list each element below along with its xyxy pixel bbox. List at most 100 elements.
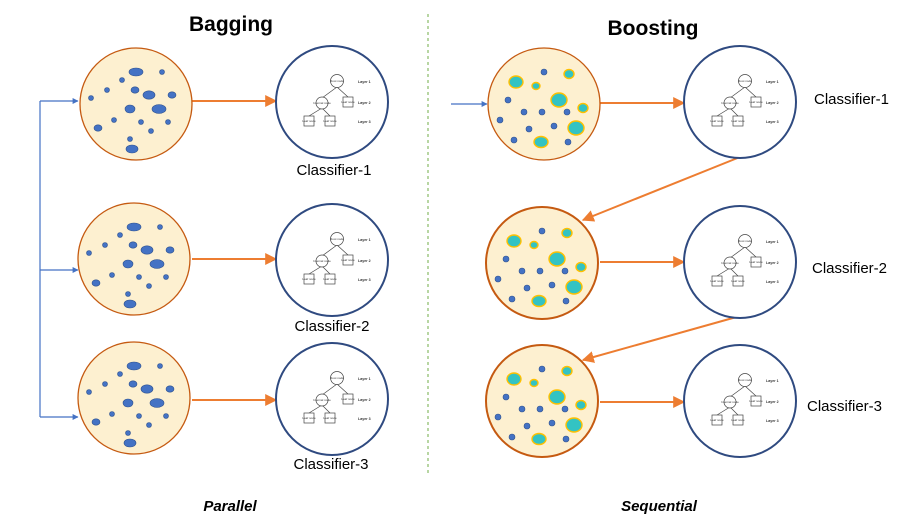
- data-point: [149, 259, 165, 269]
- boosting-title: Boosting: [608, 17, 699, 40]
- tree-leaf-text: Leaf node: [710, 279, 724, 283]
- weighted-point: [561, 365, 573, 377]
- weighted-point: [565, 417, 583, 433]
- tree-leaf-node: [711, 275, 723, 287]
- tree-root-text: Root node: [738, 378, 752, 382]
- data-point: [123, 299, 137, 309]
- data-point: [125, 430, 131, 436]
- data-point: [140, 245, 154, 255]
- tree-internal-text: Internal node: [313, 101, 331, 105]
- classifier-circle: [275, 342, 389, 456]
- tree-leaf-text: Leaf node: [749, 260, 763, 264]
- data-point: [536, 267, 544, 275]
- tree-leaf-node: [711, 414, 723, 426]
- weighted-point: [561, 227, 573, 239]
- tree-layer-label: Layer 3: [766, 120, 779, 124]
- tree-layer-label: Layer 2: [358, 259, 371, 263]
- data-point: [146, 283, 152, 289]
- data-point: [104, 87, 110, 93]
- weighted-point: [577, 102, 589, 114]
- data-point: [520, 108, 528, 116]
- tree-root-text: Root node: [330, 376, 344, 380]
- tree-leaf-text: Leaf node: [323, 416, 337, 420]
- tree-layer-label: Layer 2: [766, 101, 779, 105]
- weighted-point: [508, 75, 524, 89]
- data-point: [540, 68, 548, 76]
- tree-internal-text: Internal node: [721, 261, 739, 265]
- data-point: [508, 433, 516, 441]
- data-point: [563, 108, 571, 116]
- tree-leaf-text: Leaf node: [302, 277, 316, 281]
- boosting-sample-2: [485, 206, 599, 320]
- tree-leaf-node: [711, 115, 723, 127]
- tree-internal-text: Internal node: [721, 101, 739, 105]
- classifier-circle: [275, 45, 389, 159]
- weighted-point: [531, 294, 547, 308]
- tree-root-node: [330, 232, 344, 246]
- tree-leaf-text: Leaf node: [731, 119, 745, 123]
- data-point: [148, 128, 154, 134]
- tree-root-text: Root node: [738, 239, 752, 243]
- data-point: [502, 393, 510, 401]
- data-point: [157, 224, 163, 230]
- data-point: [142, 90, 156, 100]
- data-point: [561, 405, 569, 413]
- tree-leaf-node: [303, 412, 315, 424]
- data-point: [510, 136, 518, 144]
- data-point: [128, 241, 138, 249]
- bagging-classifier-3-label: Classifier-3: [293, 456, 368, 473]
- data-point: [523, 284, 531, 292]
- bagging-mode-label: Parallel: [203, 498, 257, 515]
- tree-leaf-node: [342, 393, 354, 405]
- tree-root-node: [738, 234, 752, 248]
- tree-leaf-text: Leaf node: [323, 119, 337, 123]
- sample-circle: [79, 47, 193, 161]
- boosting-sample-3: [485, 344, 599, 458]
- tree-layer-label: Layer 1: [766, 80, 779, 84]
- data-point: [494, 275, 502, 283]
- tree-root-text: Root node: [330, 237, 344, 241]
- tree-leaf-node: [303, 115, 315, 127]
- data-point: [538, 365, 546, 373]
- data-point: [117, 232, 123, 238]
- tree-leaf-text: Leaf node: [341, 258, 355, 262]
- tree-leaf-node: [324, 412, 336, 424]
- tree-root-node: [738, 74, 752, 88]
- tree-layer-label: Layer 1: [358, 238, 371, 242]
- tree-layer-label: Layer 3: [766, 280, 779, 284]
- tree-leaf-node: [732, 115, 744, 127]
- tree-leaf-text: Leaf node: [302, 416, 316, 420]
- bagging-classifier-2-label: Classifier-2: [294, 318, 369, 335]
- data-point: [165, 119, 171, 125]
- data-point: [564, 138, 572, 146]
- classifier-circle: [683, 45, 797, 159]
- tree-layer-label: Layer 2: [358, 101, 371, 105]
- tree-leaf-text: Leaf node: [341, 100, 355, 104]
- tree-leaf-text: Leaf node: [731, 279, 745, 283]
- data-point: [518, 267, 526, 275]
- tree-leaf-node: [732, 414, 744, 426]
- classifier-circle: [275, 203, 389, 317]
- data-point: [151, 104, 167, 114]
- boosting-mode-label: Sequential: [621, 498, 698, 515]
- data-point: [523, 422, 531, 430]
- weighted-point: [565, 279, 583, 295]
- data-point: [146, 422, 152, 428]
- tree-internal-node: [723, 96, 737, 110]
- tree-root-text: Root node: [330, 79, 344, 83]
- data-point: [548, 281, 556, 289]
- bagging-sample-1: [79, 47, 193, 161]
- data-point: [538, 108, 546, 116]
- data-point: [93, 124, 103, 132]
- data-point: [165, 385, 175, 393]
- tree-leaf-text: Leaf node: [749, 399, 763, 403]
- tree-leaf-node: [750, 256, 762, 268]
- tree-leaf-text: Leaf node: [710, 119, 724, 123]
- tree-layer-label: Layer 1: [766, 379, 779, 383]
- data-point: [91, 279, 101, 287]
